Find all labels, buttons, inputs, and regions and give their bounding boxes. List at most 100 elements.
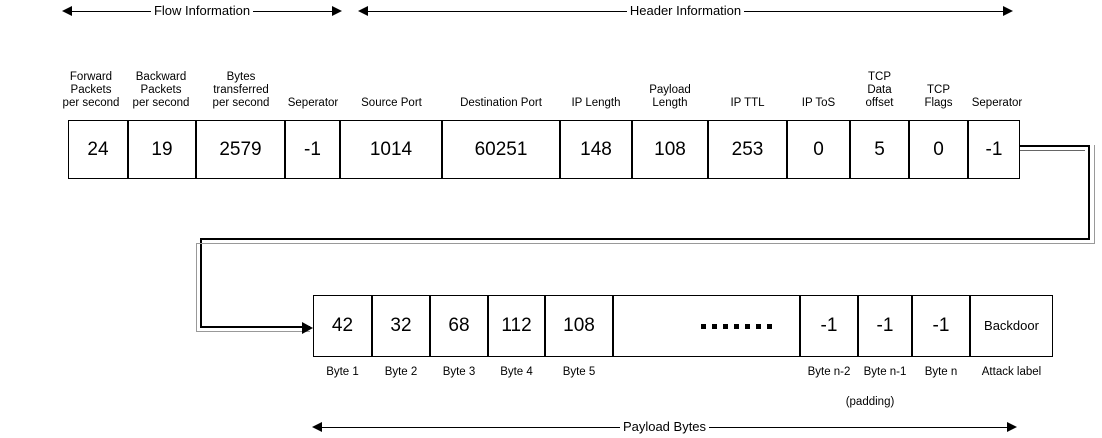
payload-span-arrowhead-left [312,422,322,432]
cell-value: -1 [985,138,1003,160]
cell-forward-packets-per-second: 24 [68,120,128,179]
cell-source-port: 1014 [340,120,442,179]
connector-inner-top [1020,150,1085,152]
caption-byte-n-minus-2: Byte n-2 [798,366,860,379]
connector-segment-right-vertical [1088,145,1090,239]
ellipsis-icon [701,323,772,329]
caption-text: Destination Port [460,97,542,109]
cell-value: -1 [876,315,894,336]
cell-byte-1: 42 [313,295,372,357]
caption-text: Byte n [924,366,958,378]
caption-text: Byte n-1 [863,366,907,378]
connector-inner-right-vertical [1094,145,1096,244]
cell-attack-label: Backdoor [970,295,1053,357]
header-information-span-arrow: Header Information [358,2,1013,20]
cell-value: 19 [151,138,173,160]
caption-text: Byte 4 [500,366,533,378]
cell-value: Backdoor [984,318,1039,333]
cell-value: 108 [563,315,595,336]
caption-text: Seperator [971,97,1023,109]
cell-ip-length: 148 [560,120,632,179]
cell-tcp-flags: 0 [909,120,968,179]
caption-byte-n-minus-1: Byte n-1 [856,366,914,379]
cell-value: 60251 [474,138,528,160]
cell-value: 1014 [369,138,413,160]
cell-value: 148 [580,138,612,160]
cell-value: -1 [932,315,950,336]
cell-value: 0 [933,138,944,160]
flow-information-span-arrow: Flow Information [62,2,342,20]
caption-text: Attack label [981,366,1042,378]
header-span-label: Header Information [626,4,745,18]
caption-ip-length: IP Length [560,58,632,110]
caption-text: Byte 1 [326,366,359,378]
caption-ip-ttl: IP TTL [708,58,787,110]
cell-bytes-ellipsis [613,295,800,357]
cell-byte-n-minus-1: -1 [858,295,912,357]
cell-value: 253 [731,138,764,160]
payload-span-label: Payload Bytes [619,420,710,434]
connector-inner-into-row2 [196,331,310,333]
connector-arrowhead [302,322,313,334]
cell-value: 24 [87,138,109,160]
caption-byte-4: Byte 4 [488,366,545,379]
caption-byte-3: Byte 3 [430,366,488,379]
caption-source-port: Source Port [341,58,442,110]
flow-span-arrowhead-left [62,6,72,16]
caption-destination-port: Destination Port [442,58,560,110]
cell-value: 0 [813,138,824,160]
caption-text: Seperator [287,97,339,109]
connector-segment-bottom-horizontal [200,238,1090,240]
caption-byte-n: Byte n [912,366,970,379]
padding-note-text: (padding) [845,396,895,408]
header-span-arrowhead-right [1003,6,1013,16]
caption-ip-tos: IP ToS [787,58,850,110]
cell-value: 32 [390,315,412,336]
caption-text: IP ToS [801,97,836,109]
cell-ip-tos: 0 [787,120,850,179]
caption-seperator-2: Seperator [968,58,1026,110]
payload-span-arrowhead-right [1007,422,1017,432]
cell-value: 5 [874,138,885,160]
cell-seperator-2: -1 [968,120,1020,179]
caption-text: IP Length [571,97,621,109]
caption-byte-2: Byte 2 [372,366,430,379]
caption-byte-5: Byte 5 [545,366,613,379]
connector-segment-left-vertical [200,238,202,328]
caption-text: Byte 5 [562,366,596,378]
caption-attack-label: Attack label [970,366,1053,379]
connector-inner-left-vertical [196,243,198,332]
cell-value: 2579 [219,138,262,160]
cell-ip-ttl: 253 [708,120,787,179]
caption-text: IP TTL [730,97,765,109]
connector-segment-into-row2 [200,326,310,328]
caption-text: Byte 3 [442,366,476,378]
cell-value: -1 [820,315,838,336]
cell-byte-2: 32 [372,295,430,357]
cell-value: 108 [654,138,686,160]
caption-text: Source Port [361,97,422,109]
cell-value: -1 [304,138,321,160]
cell-seperator-1: -1 [285,120,340,179]
connector-inner-bottom-horizontal [196,243,1095,245]
cell-tcp-data-offset: 5 [850,120,909,179]
cell-payload-length: 108 [632,120,708,179]
caption-text: Byte 2 [384,366,418,378]
padding-note: (padding) [820,396,920,409]
cell-value: 112 [501,315,532,336]
header-span-arrowhead-left [358,6,368,16]
payload-bytes-span-arrow: Payload Bytes [312,418,1017,436]
caption-text: Byte n-2 [807,366,851,378]
cell-byte-3: 68 [430,295,488,357]
connector-segment-top [1020,145,1090,147]
